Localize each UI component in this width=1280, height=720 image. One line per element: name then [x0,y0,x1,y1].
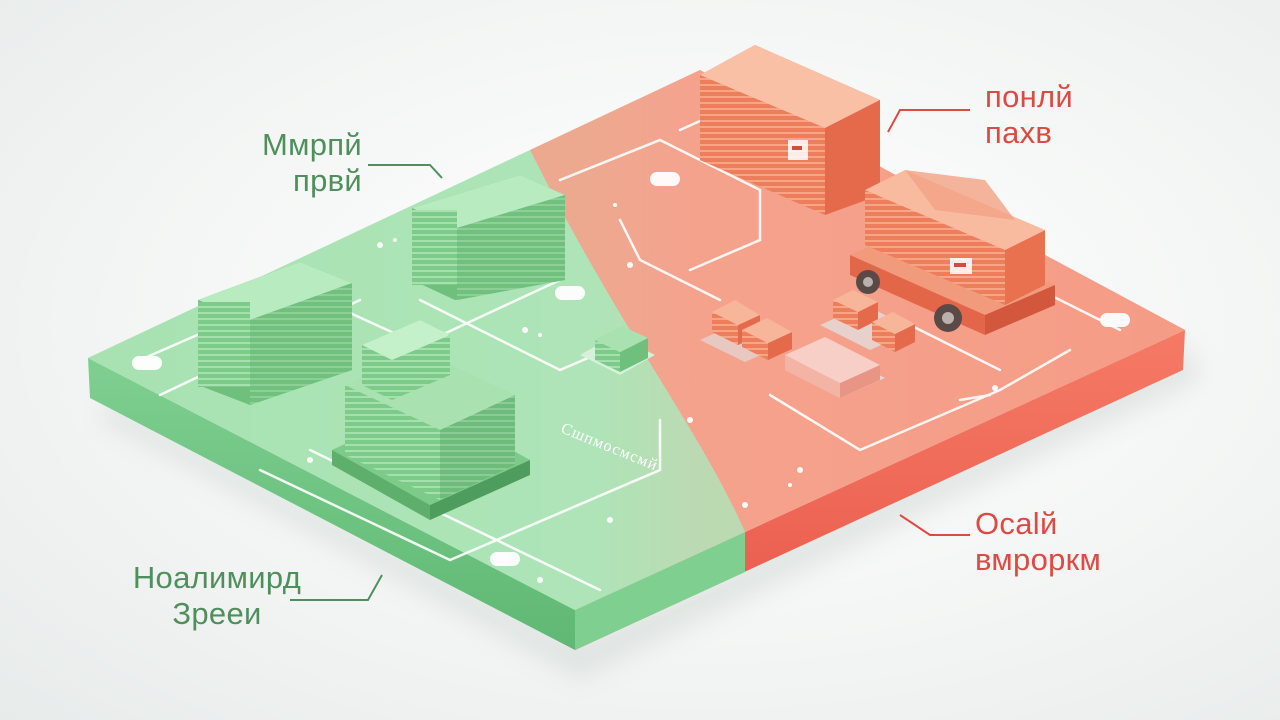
callout-bottom-left-line2: Зрееи [172,596,262,631]
callout-bottom-right-line1: Осаlй [975,506,1058,541]
green-container-group-left [198,262,352,405]
green-container-group-top [412,175,565,300]
red-truck [850,170,1055,335]
green-small-crate [580,326,655,375]
callout-bottom-right: Осаlй вмроркм [975,506,1101,578]
callout-leaders [290,109,970,601]
red-crate-pallet-3 [820,290,915,352]
route-markers [132,172,1130,583]
green-crate-stack [332,320,530,520]
callout-bottom-left-line1: Ноалимирд [132,560,302,595]
callout-bottom-right-line2: вмроркм [975,542,1102,577]
red-crate-pallet-1 [700,300,792,362]
red-crate-pallet-2 [785,337,885,398]
callout-bottom-left: Ноалимирд Зрееи [132,560,302,632]
callout-top-right: понлй пахв [985,79,1073,151]
callout-top-right-line1: понлй [985,79,1074,114]
callout-top-left: Ммрпй првй [262,127,362,199]
callout-top-left-line1: Ммрпй [262,127,362,162]
callout-top-right-line2: пахв [985,115,1053,150]
callout-top-left-line2: првй [292,163,362,198]
red-container-group-top [700,45,880,215]
board-side-front-green [575,532,745,650]
